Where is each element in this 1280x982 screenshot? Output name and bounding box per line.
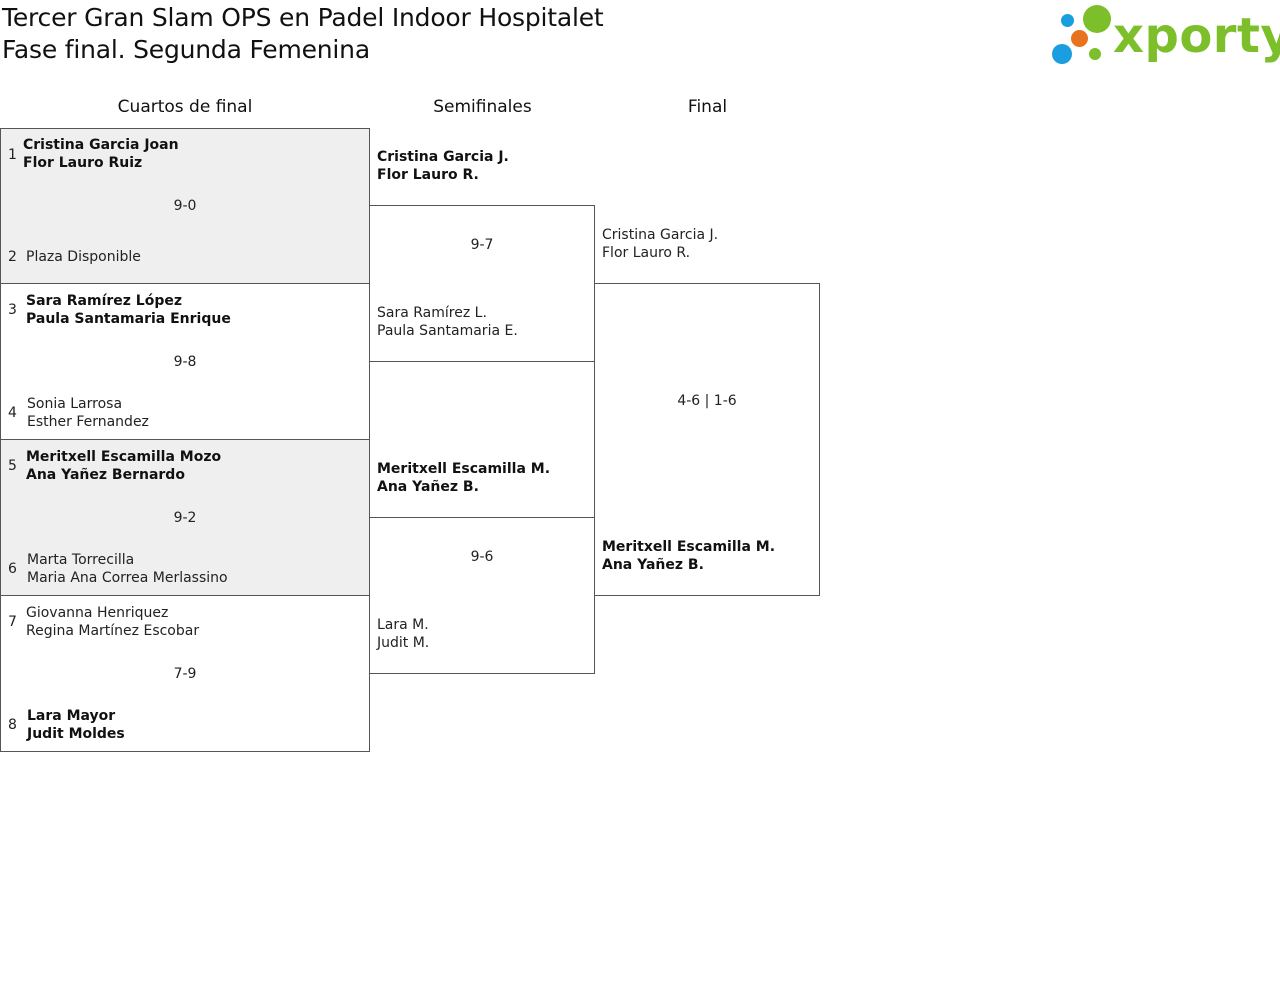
pair-loser[interactable]: Sonia Larrosa Esther Fernandez <box>27 395 149 431</box>
player-name: Meritxell Escamilla M. <box>602 539 776 555</box>
seed-number: 8 <box>8 717 17 733</box>
player-name: Meritxell Escamilla Mozo <box>26 449 222 465</box>
quarterfinal-match-1: 1 Cristina Garcia Joan Flor Lauro Ruiz 9… <box>0 128 370 285</box>
player-name: Flor Lauro R. <box>377 167 479 183</box>
player-name: Flor Lauro R. <box>602 245 691 261</box>
player-name: Cristina Garcia J. <box>377 149 509 165</box>
player-name: Lara Mayor <box>27 708 116 724</box>
player-name: Lara M. <box>377 617 429 633</box>
player-name: Ana Yañez B. <box>602 557 704 573</box>
seed-number: 7 <box>8 614 17 630</box>
logo-blue-dot-bottom <box>1052 44 1072 64</box>
semifinal-match-1: 9-7 Sara Ramírez L. Paula Santamaria E. <box>369 205 595 362</box>
player-name: Sara Ramírez L. <box>377 305 487 321</box>
quarterfinal-match-4: 7 Giovanna Henriquez Regina Martínez Esc… <box>0 595 370 752</box>
pair-loser[interactable]: Giovanna Henriquez Regina Martínez Escob… <box>26 604 199 640</box>
quarterfinal-match-3: 5 Meritxell Escamilla Mozo Ana Yañez Ber… <box>0 439 370 596</box>
logo-green-dot-small <box>1089 48 1101 60</box>
seed-number: 2 <box>8 249 17 265</box>
player-name: Cristina Garcia J. <box>602 227 719 243</box>
player-name: Cristina Garcia Joan <box>23 137 179 153</box>
semifinal-1-pair-top[interactable]: Cristina Garcia J. Flor Lauro R. <box>377 148 509 184</box>
pair-winner[interactable]: Lara Mayor Judit Moldes <box>27 707 125 743</box>
seed-number: 6 <box>8 561 17 577</box>
player-name: Ana Yañez B. <box>377 479 479 495</box>
semifinal-2-pair-top[interactable]: Meritxell Escamilla M. Ana Yañez B. <box>377 460 550 496</box>
round-title-semifinals: Semifinales <box>433 97 532 117</box>
player-name: Regina Martínez Escobar <box>26 623 200 639</box>
seed-number: 1 <box>8 147 17 163</box>
player-name: Esther Fernandez <box>27 414 149 430</box>
match-score: 9-7 <box>470 237 494 253</box>
player-name: Marta Torrecilla <box>27 552 135 568</box>
player-name: Flor Lauro Ruiz <box>23 155 143 171</box>
tournament-title: Tercer Gran Slam OPS en Padel Indoor Hos… <box>2 3 604 32</box>
logo-orange-dot <box>1071 30 1088 47</box>
round-title-final: Final <box>687 97 728 117</box>
player-name: Maria Ana Correa Merlassino <box>27 570 228 586</box>
pair-winner[interactable]: Cristina Garcia Joan Flor Lauro Ruiz <box>23 136 179 172</box>
player-name: Paula Santamaria Enrique <box>26 311 231 327</box>
logo-green-dot-large <box>1083 5 1111 33</box>
logo-wordmark: xporty <box>1113 8 1280 64</box>
player-name: Sonia Larrosa <box>27 396 123 412</box>
pair-winner[interactable]: Meritxell Escamilla Mozo Ana Yañez Berna… <box>26 448 221 484</box>
pair-loser[interactable]: Marta Torrecilla Maria Ana Correa Merlas… <box>27 551 228 587</box>
player-name: Plaza Disponible <box>26 249 141 265</box>
player-name: Meritxell Escamilla M. <box>377 461 551 477</box>
player-name: Judit Moldes <box>27 726 125 742</box>
final-pair-top[interactable]: Cristina Garcia J. Flor Lauro R. <box>602 226 718 262</box>
semifinal-2-pair-bottom[interactable]: Lara M. Judit M. <box>377 616 429 652</box>
quarterfinal-match-2: 3 Sara Ramírez López Paula Santamaria En… <box>0 283 370 440</box>
pair-winner[interactable]: Sara Ramírez López Paula Santamaria Enri… <box>26 292 231 328</box>
pair-loser[interactable]: Plaza Disponible <box>26 248 141 266</box>
player-name: Judit M. <box>377 635 430 651</box>
player-name: Paula Santamaria E. <box>377 323 518 339</box>
match-score: 9-8 <box>173 354 197 370</box>
final-pair-bottom[interactable]: Meritxell Escamilla M. Ana Yañez B. <box>602 538 775 574</box>
semifinal-1-pair-bottom[interactable]: Sara Ramírez L. Paula Santamaria E. <box>377 304 518 340</box>
match-score: 4-6 | 1-6 <box>677 393 737 409</box>
player-name: Ana Yañez Bernardo <box>26 467 185 483</box>
bracket-subtitle: Fase final. Segunda Femenina <box>2 35 370 64</box>
logo-blue-dot-top <box>1061 14 1074 27</box>
seed-number: 5 <box>8 458 17 474</box>
seed-number: 4 <box>8 405 17 421</box>
player-name: Sara Ramírez López <box>26 293 182 309</box>
player-name: Giovanna Henriquez <box>26 605 169 621</box>
match-score: 7-9 <box>173 666 197 682</box>
final-match: 4-6 | 1-6 Meritxell Escamilla M. Ana Yañ… <box>594 283 820 596</box>
semifinal-match-2: 9-6 Lara M. Judit M. <box>369 517 595 674</box>
seed-number: 3 <box>8 302 17 318</box>
round-title-quarterfinals: Cuartos de final <box>117 97 253 117</box>
match-score: 9-0 <box>173 198 197 214</box>
match-score: 9-2 <box>173 510 197 526</box>
xporty-logo[interactable]: xporty <box>1050 4 1280 68</box>
match-score: 9-6 <box>470 549 494 565</box>
